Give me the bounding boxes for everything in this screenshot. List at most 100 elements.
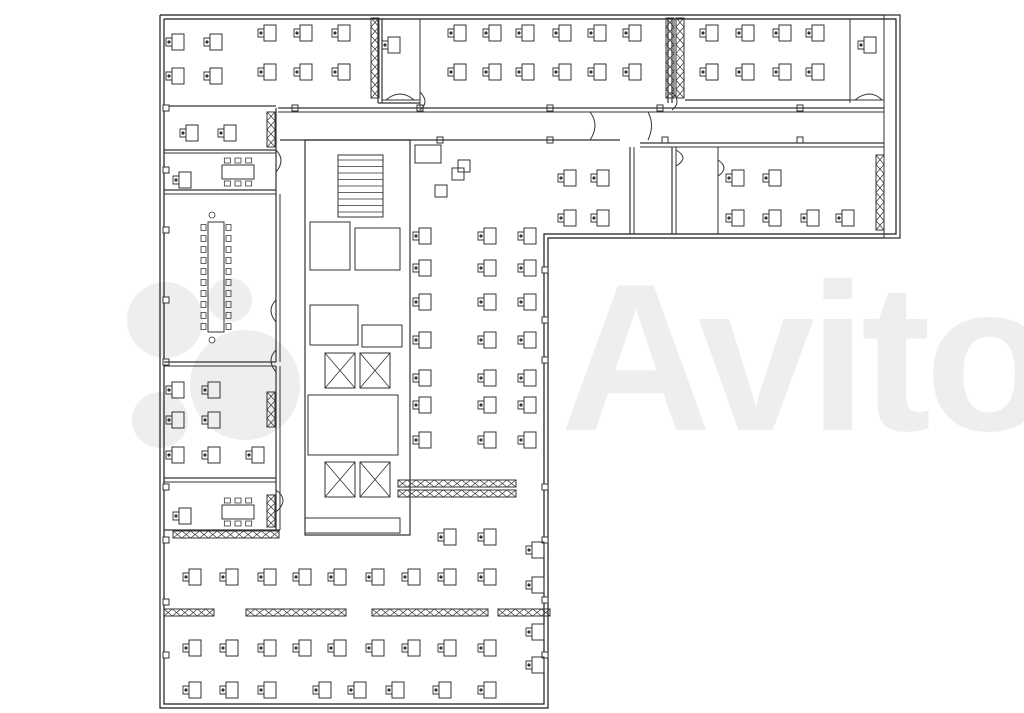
watermark-text: Avito (560, 240, 1024, 475)
desk-with-chair-icon (478, 370, 496, 386)
desk-with-chair-icon (180, 125, 198, 141)
desk-with-chair-icon (518, 260, 536, 276)
elevator-shaft-icon (360, 462, 390, 497)
desk-with-chair-icon (623, 25, 641, 41)
door-swing-icon (676, 150, 683, 166)
desk-with-chair-icon (220, 682, 238, 698)
desk-with-chair-icon (294, 25, 312, 41)
lounge-chair (435, 185, 447, 197)
core-base (305, 518, 400, 533)
desk-with-chair-icon (328, 640, 346, 656)
truss-partition-icon (876, 155, 884, 230)
desk-with-chair-icon (294, 64, 312, 80)
desk-with-chair-icon (478, 332, 496, 348)
desk-with-chair-icon (478, 682, 496, 698)
avito-watermark: Avito (127, 240, 1024, 475)
desk-with-chair-icon (413, 294, 431, 310)
desk-with-chair-icon (183, 569, 201, 585)
desk-with-chair-icon (516, 25, 534, 41)
desk-with-chair-icon (220, 640, 238, 656)
column (163, 537, 169, 543)
desk-with-chair-icon (518, 228, 536, 244)
column (163, 652, 169, 658)
truss-partition-icon (371, 18, 379, 98)
desk-with-chair-icon (173, 172, 191, 188)
desk-with-chair-icon (588, 64, 606, 80)
elevator-shaft-icon (325, 353, 355, 388)
chair-icon (209, 212, 215, 218)
column (542, 484, 548, 490)
rooms-layer (164, 19, 884, 530)
door-swing-icon (276, 490, 283, 512)
truss-partition-icon (246, 609, 346, 616)
door-swing-icon (590, 112, 595, 140)
desk-with-chair-icon (591, 210, 609, 226)
desk-with-chair-icon (183, 640, 201, 656)
desk-with-chair-icon (773, 25, 791, 41)
desk-with-chair-icon (413, 432, 431, 448)
desk-with-chair-icon (166, 447, 184, 463)
furniture-layer (166, 25, 876, 698)
desk-with-chair-icon (332, 64, 350, 80)
desk-with-chair-icon (366, 569, 384, 585)
door-swing-icon (718, 160, 724, 176)
desk-with-chair-icon (386, 682, 404, 698)
truss-partition-icon (267, 112, 275, 147)
column (163, 599, 169, 605)
desk-with-chair-icon (202, 447, 220, 463)
desk-with-chair-icon (483, 25, 501, 41)
desk-with-chair-icon (773, 64, 791, 80)
restroom-fixtures (362, 325, 402, 347)
desk-with-chair-icon (518, 294, 536, 310)
column (163, 227, 169, 233)
desk-with-chair-icon (518, 432, 536, 448)
desk-with-chair-icon (438, 529, 456, 545)
truss-partition-icon (398, 480, 516, 487)
desk-with-chair-icon (526, 542, 544, 558)
desk-with-chair-icon (413, 332, 431, 348)
desk-with-chair-icon (332, 25, 350, 41)
desk-with-chair-icon (553, 25, 571, 41)
exterior-wall-inner (163, 18, 897, 705)
meeting-table-icon (222, 498, 254, 526)
desk-with-chair-icon (518, 332, 536, 348)
desk-with-chair-icon (483, 64, 501, 80)
column (542, 537, 548, 543)
desk-with-chair-icon (801, 210, 819, 226)
elevator-shaft-icon (325, 462, 355, 497)
column (163, 105, 169, 111)
desk-with-chair-icon (700, 64, 718, 80)
desk-with-chair-icon (220, 569, 238, 585)
desk-with-chair-icon (623, 64, 641, 80)
truss-partition-icon (398, 490, 516, 497)
truss-partition-icon (267, 495, 275, 527)
desk-with-chair-icon (726, 170, 744, 186)
door-swing-icon (271, 300, 276, 322)
desk-with-chair-icon (328, 569, 346, 585)
column (542, 652, 548, 658)
desk-with-chair-icon (836, 210, 854, 226)
column (542, 317, 548, 323)
desk-with-chair-icon (166, 382, 184, 398)
column (797, 137, 803, 143)
door-swing-icon (855, 94, 882, 100)
exterior-column-right (884, 15, 900, 238)
desk-with-chair-icon (204, 34, 222, 50)
desk-with-chair-icon (736, 64, 754, 80)
meeting-table-icon (201, 222, 231, 332)
core-outline (305, 140, 410, 535)
desk-with-chair-icon (258, 569, 276, 585)
desk-with-chair-icon (218, 125, 236, 141)
desk-with-chair-icon (258, 25, 276, 41)
lobby (308, 395, 398, 455)
desk-with-chair-icon (258, 64, 276, 80)
truss-partition-icon (372, 609, 488, 616)
restroom (355, 228, 400, 270)
door-swing-icon (648, 112, 652, 140)
door-swing-icon (271, 350, 276, 372)
desk-with-chair-icon (518, 397, 536, 413)
door-swing-icon (386, 94, 414, 100)
column (542, 357, 548, 363)
desk-with-chair-icon (438, 640, 456, 656)
restroom (310, 222, 350, 270)
